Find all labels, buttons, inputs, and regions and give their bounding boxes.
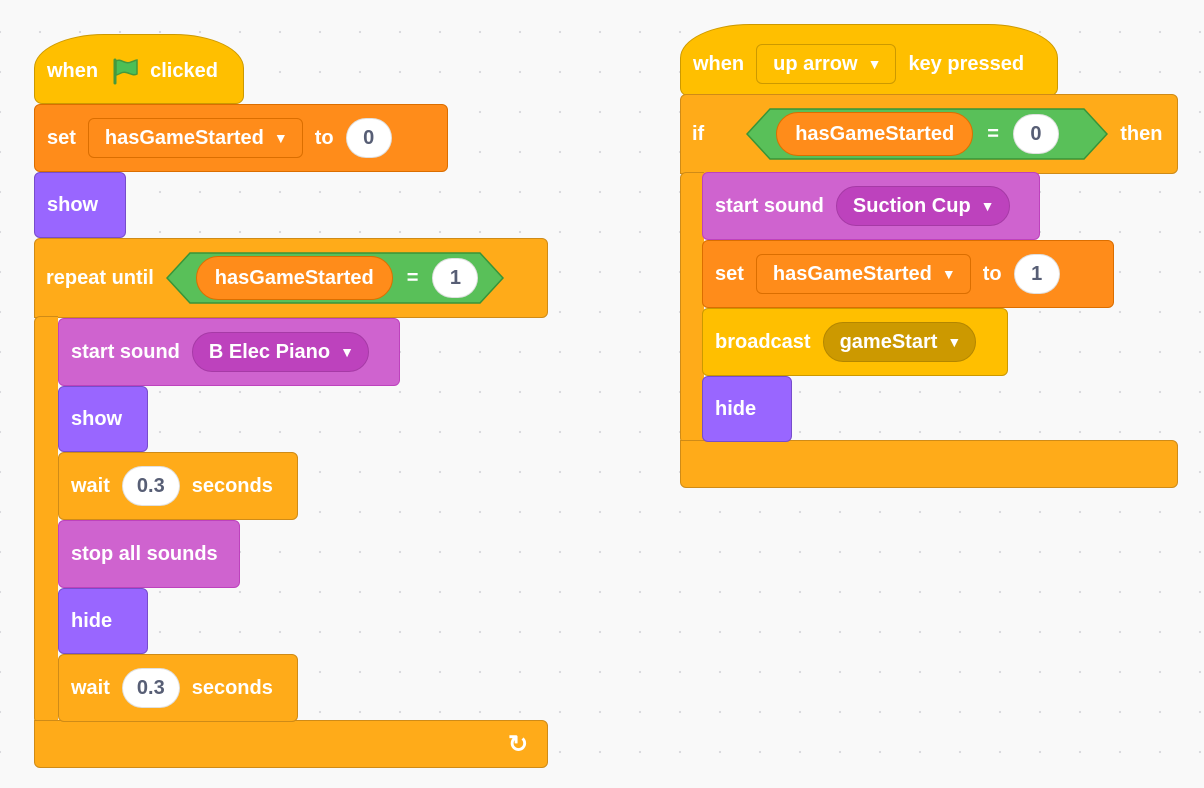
- broadcast-block[interactable]: broadcast gameStart ▼: [702, 308, 1008, 376]
- start-sound-block[interactable]: start sound B Elec Piano ▼: [58, 318, 400, 386]
- wait-seconds-input[interactable]: 0.3: [121, 668, 180, 708]
- green-flag-icon: [110, 57, 140, 85]
- repeat-until-label: repeat until: [46, 266, 154, 289]
- has-game-started-reporter[interactable]: hasGameStarted: [195, 256, 393, 300]
- start-sound-label: start sound: [71, 340, 180, 363]
- caret-down-icon: ▼: [340, 344, 354, 360]
- hide-label: hide: [715, 397, 757, 420]
- to-label: to: [314, 126, 334, 149]
- sound-dropdown[interactable]: B Elec Piano ▼: [191, 332, 369, 372]
- when-label: when: [693, 52, 745, 75]
- loop-arrow-icon: ↻: [508, 731, 529, 758]
- variable-dropdown[interactable]: hasGameStarted ▼: [755, 254, 971, 294]
- variable-dropdown[interactable]: hasGameStarted ▼: [87, 118, 303, 158]
- repeat-until-arm: [34, 316, 58, 724]
- wait-block-1[interactable]: wait 0.3 seconds: [58, 452, 298, 520]
- caret-down-icon: ▼: [980, 198, 995, 214]
- when-flag-clicked-block[interactable]: when clicked: [34, 34, 244, 104]
- compare-value-input[interactable]: 0: [1012, 114, 1059, 154]
- repeat-until-header: repeat until hasGameStarted = 1: [34, 252, 516, 304]
- when-label: when: [47, 59, 99, 82]
- hide-block-inner[interactable]: hide: [58, 588, 148, 654]
- variable-name: hasGameStarted: [772, 262, 932, 285]
- wait-seconds-input[interactable]: 0.3: [121, 466, 180, 506]
- seconds-label: seconds: [191, 676, 273, 699]
- caret-down-icon: ▼: [941, 266, 956, 282]
- equals-label: =: [987, 122, 999, 145]
- then-label: then: [1120, 122, 1163, 145]
- equals-operator-block[interactable]: hasGameStarted = 0: [746, 108, 1109, 160]
- value-input[interactable]: 0: [345, 118, 392, 158]
- show-block[interactable]: show: [34, 172, 126, 238]
- caret-down-icon: ▼: [867, 56, 882, 72]
- equals-label: =: [406, 266, 419, 289]
- show-label: show: [71, 407, 123, 430]
- if-then-bottom: [680, 440, 1178, 488]
- seconds-label: seconds: [191, 474, 273, 497]
- set-variable-block[interactable]: set hasGameStarted ▼ to 1: [702, 240, 1114, 308]
- show-block-inner[interactable]: show: [58, 386, 148, 452]
- caret-down-icon: ▼: [947, 334, 962, 350]
- hide-label: hide: [71, 609, 113, 632]
- set-label: set: [715, 262, 744, 285]
- sound-dropdown[interactable]: Suction Cup ▼: [835, 186, 1010, 226]
- repeat-until-bottom: [34, 720, 548, 768]
- clicked-label: clicked: [150, 59, 218, 82]
- sound-name: B Elec Piano: [208, 340, 331, 363]
- wait-label: wait: [71, 474, 110, 497]
- broadcast-label: broadcast: [715, 330, 811, 353]
- caret-down-icon: ▼: [273, 130, 288, 146]
- variable-name: hasGameStarted: [104, 126, 264, 149]
- wait-label: wait: [71, 676, 110, 699]
- key-dropdown[interactable]: up arrow ▼: [756, 44, 897, 84]
- set-label: set: [47, 126, 76, 149]
- hide-block[interactable]: hide: [702, 376, 792, 442]
- if-then-header: if hasGameStarted = 0 then: [680, 108, 1178, 160]
- to-label: to: [982, 262, 1002, 285]
- message-name: gameStart: [839, 330, 938, 353]
- stop-all-sounds-label: stop all sounds: [71, 542, 218, 565]
- equals-operator-block[interactable]: hasGameStarted = 1: [165, 252, 504, 304]
- when-key-pressed-block[interactable]: when up arrow ▼ key pressed: [680, 24, 1058, 96]
- key-pressed-label: key pressed: [908, 52, 1025, 75]
- start-sound-block[interactable]: start sound Suction Cup ▼: [702, 172, 1040, 240]
- if-then-arm: [680, 172, 704, 444]
- set-variable-block[interactable]: set hasGameStarted ▼ to 0: [34, 104, 448, 172]
- has-game-started-reporter[interactable]: hasGameStarted: [776, 112, 974, 156]
- message-dropdown[interactable]: gameStart ▼: [822, 322, 977, 362]
- stop-all-sounds-block[interactable]: stop all sounds: [58, 520, 240, 588]
- wait-block-2[interactable]: wait 0.3 seconds: [58, 654, 298, 722]
- show-label: show: [47, 193, 99, 216]
- start-sound-label: start sound: [715, 194, 824, 217]
- key-name: up arrow: [773, 52, 858, 75]
- sound-name: Suction Cup: [852, 194, 971, 217]
- if-label: if: [692, 122, 705, 145]
- value-input[interactable]: 1: [1013, 254, 1060, 294]
- compare-value-input[interactable]: 1: [432, 258, 479, 298]
